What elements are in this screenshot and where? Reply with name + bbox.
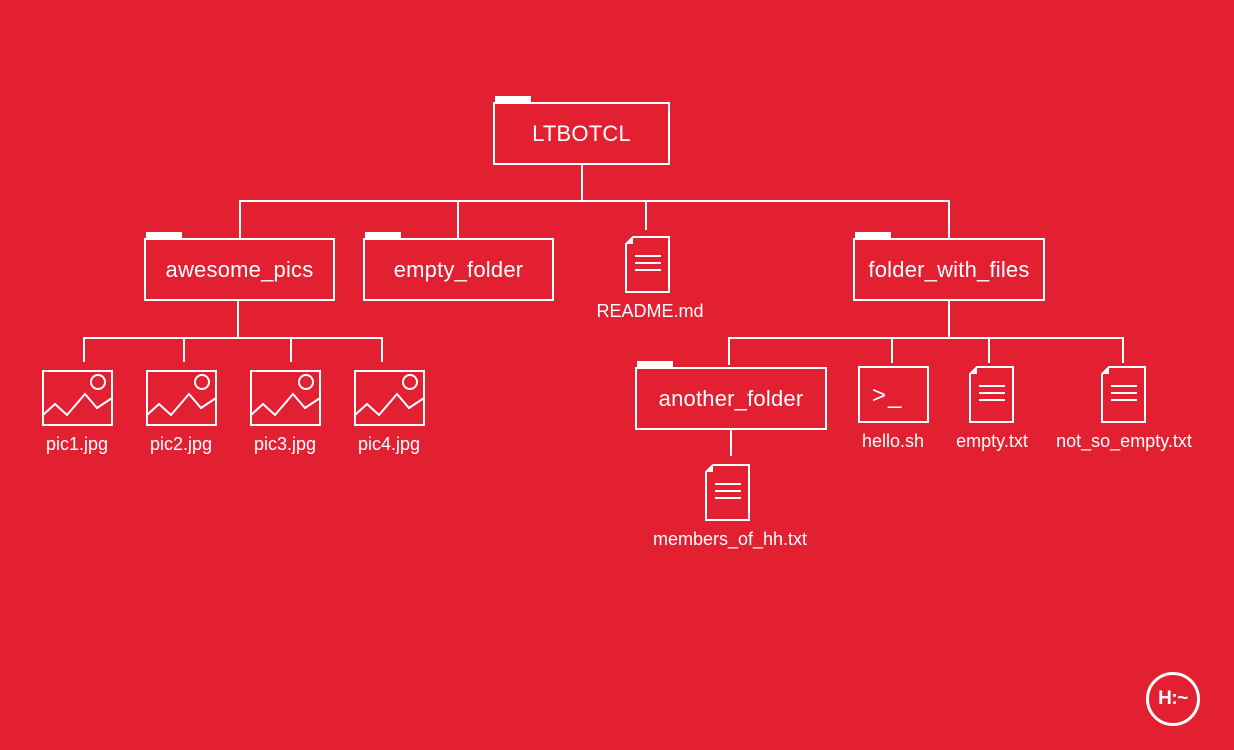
document-icon (705, 464, 750, 521)
connector-to-folder-with-files (948, 200, 950, 238)
file-label-members-of-hh: members_of_hh.txt (652, 529, 808, 549)
connector-to-awesome-pics (239, 200, 241, 238)
folder-label: awesome_pics (165, 256, 314, 282)
folder-ltbotcl: LTBOTCL (493, 96, 670, 165)
folder-tab (495, 96, 531, 102)
connector-to-readme (645, 200, 647, 230)
folder-tab (855, 232, 891, 238)
image-icon (146, 370, 217, 426)
document-icon (625, 236, 670, 293)
terminal-icon: >_ (858, 366, 929, 423)
file-label-empty-txt: empty.txt (956, 431, 1028, 451)
folder-tab (146, 232, 182, 238)
folder-awesome-pics: awesome_pics (144, 232, 335, 301)
folder-label: folder_with_files (868, 256, 1030, 282)
connector-to-empty-folder (457, 200, 459, 238)
folder-label: empty_folder (393, 256, 524, 282)
connector-to-pic2 (183, 337, 185, 362)
image-icon (42, 370, 113, 426)
file-label-readme: README.md (596, 301, 704, 321)
connector-to-another-folder (728, 337, 730, 365)
connector-to-pic1 (83, 337, 85, 362)
connector-fwf-bar (728, 337, 1124, 339)
file-label-pic1: pic1.jpg (45, 434, 109, 454)
folder-folder-with-files: folder_with_files (853, 232, 1045, 301)
file-label-not-so-empty-txt: not_so_empty.txt (1056, 431, 1192, 451)
folder-empty-folder: empty_folder (363, 232, 554, 301)
folder-label: LTBOTCL (532, 120, 631, 146)
connector-to-empty-txt (988, 337, 990, 363)
image-icon (250, 370, 321, 426)
connector-to-pic4 (381, 337, 383, 362)
document-icon (969, 366, 1014, 423)
connector-pics-down (237, 300, 239, 338)
terminal-prompt: >_ (872, 382, 904, 409)
connector-to-pic3 (290, 337, 292, 362)
connector-to-not-so-empty-txt (1122, 337, 1124, 363)
connector-pics-bar (83, 337, 383, 339)
connector-root-down (581, 164, 583, 201)
connector-to-hello-sh (891, 337, 893, 363)
connector-fwf-down (948, 300, 950, 338)
folder-another-folder: another_folder (635, 361, 827, 430)
holberton-logo: H:~ (1146, 672, 1200, 726)
image-icon (354, 370, 425, 426)
file-label-pic4: pic4.jpg (357, 434, 421, 454)
file-label-hello-sh: hello.sh (861, 431, 925, 451)
folder-label: another_folder (658, 385, 804, 411)
logo-text: H:~ (1158, 688, 1188, 709)
connector-another-folder-down (730, 430, 732, 456)
folder-tab (365, 232, 401, 238)
document-icon (1101, 366, 1146, 423)
connector-level1-bar (239, 200, 950, 202)
folder-tab (637, 361, 673, 367)
file-label-pic3: pic3.jpg (253, 434, 317, 454)
file-label-pic2: pic2.jpg (149, 434, 213, 454)
